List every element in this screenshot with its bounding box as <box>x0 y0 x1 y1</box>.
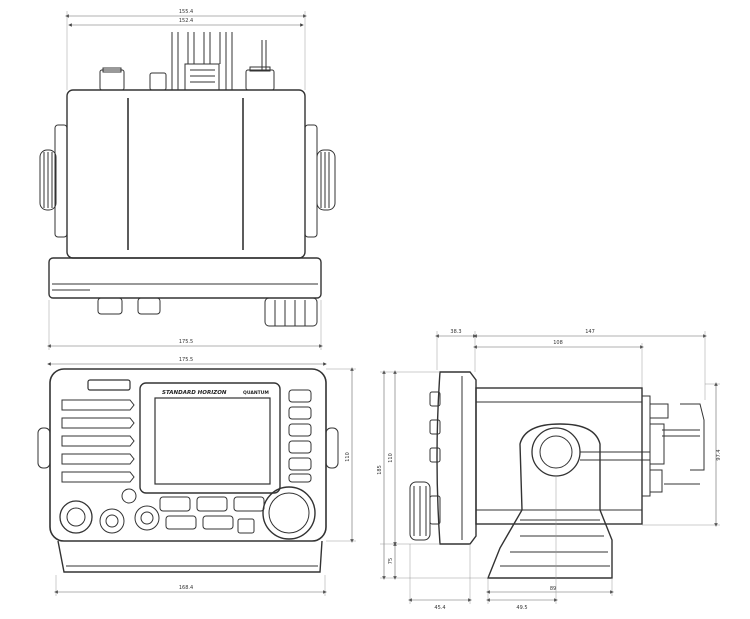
side-height-185-label: 185 <box>377 465 383 475</box>
rear-connectors <box>99 32 275 91</box>
top-base-width-label: 175.5 <box>179 339 193 345</box>
front-top-width-label: 175.5 <box>179 357 193 363</box>
model-label: QUANTUM <box>243 390 269 396</box>
brand-logo: STANDARD HORIZON <box>162 390 227 396</box>
side-base-mid-label: 49.5 <box>516 605 527 611</box>
side-height-110-label: 110 <box>388 453 394 463</box>
top-view <box>39 11 336 350</box>
side-base-front-label: 45.4 <box>434 605 445 611</box>
side-body-depth-label: 108 <box>553 340 563 346</box>
side-base-height-label: 75 <box>388 558 394 564</box>
front-height-label: 110 <box>345 452 351 462</box>
front-view <box>37 362 356 596</box>
side-base-rear-label: 89 <box>550 586 556 592</box>
side-front-depth-label: 38.3 <box>450 329 461 335</box>
top-outer-width-label: 155.4 <box>179 9 193 15</box>
side-height-97-label: 97.4 <box>716 449 722 460</box>
side-total-depth-label: 147 <box>585 329 595 335</box>
side-view <box>380 331 720 604</box>
front-bottom-width-label: 168.4 <box>179 585 193 591</box>
top-inner-width-label: 152.4 <box>179 18 193 24</box>
